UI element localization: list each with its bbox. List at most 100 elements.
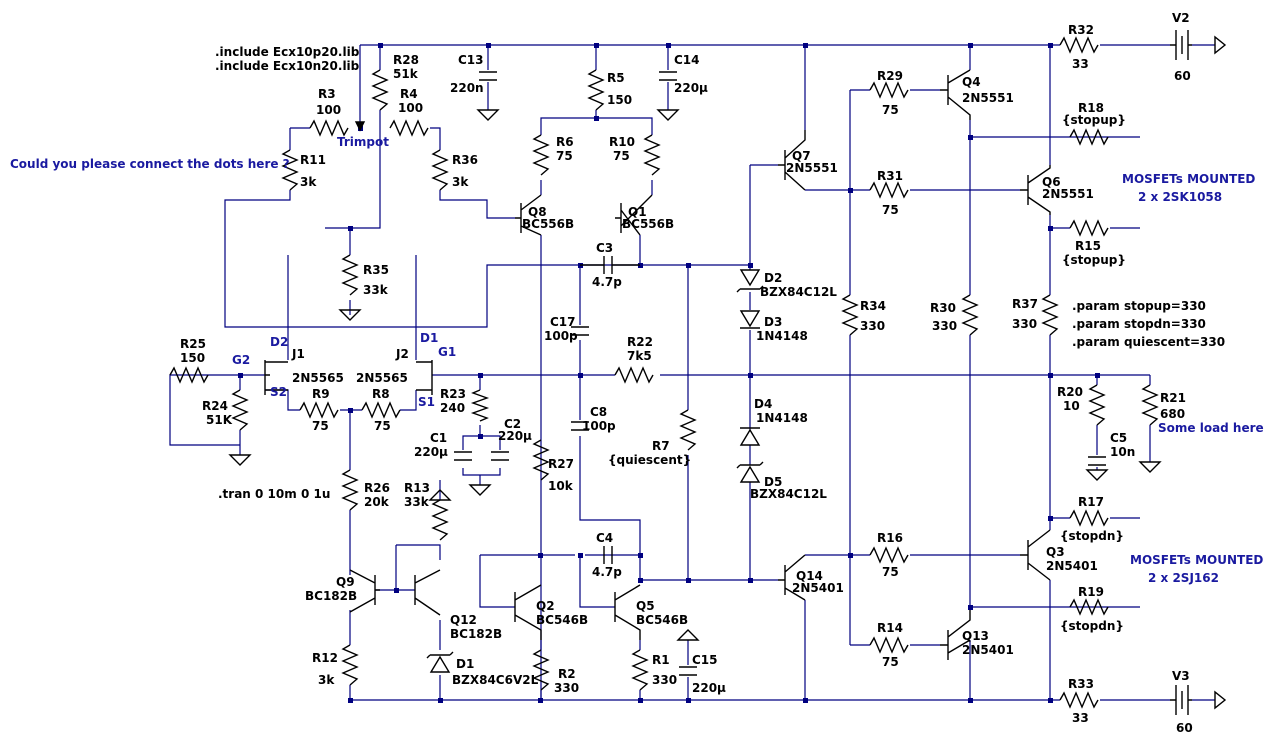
q2-symbol (514, 584, 542, 640)
j1-model: 2N5565 (292, 371, 344, 385)
r17-value: {stopdn} (1060, 529, 1124, 543)
capacitor-labels: C13 220n C14 220µ C3 4.7p C17 100p C8 10… (414, 53, 1135, 695)
r23-name: R23 (440, 387, 466, 401)
v2-battery-icon (1170, 30, 1192, 60)
r26-name: R26 (364, 481, 390, 495)
r26-value: 20k (364, 495, 390, 509)
d5-model: BZX84C12L (750, 487, 827, 501)
r3-name: R3 (318, 87, 336, 101)
r17-name: R17 (1078, 495, 1104, 509)
r29-value: 75 (882, 103, 899, 117)
net-label-s1: S1 (418, 395, 435, 409)
q5-symbol (614, 584, 641, 640)
r34-name: R34 (860, 299, 886, 313)
q6-name: Q6 (1042, 175, 1061, 189)
trimpot-wiper (354, 121, 366, 132)
annotations: .include Ecx10p20.lib .include Ecx10n20.… (10, 45, 1264, 585)
r17-symbol (1069, 509, 1109, 527)
r31-value: 75 (882, 203, 899, 217)
c3-symbol (580, 256, 640, 274)
c2-value: 220µ (498, 429, 532, 443)
r13-name: R13 (404, 481, 430, 495)
r37-value: 330 (1012, 317, 1037, 331)
c4-name: C4 (596, 531, 613, 545)
r25-value: 150 (180, 351, 205, 365)
r6-value: 75 (556, 149, 573, 163)
r9-name: R9 (312, 387, 330, 401)
r3-value: 100 (316, 103, 341, 117)
q7-symbol (778, 130, 806, 191)
load-note: Some load here (1158, 421, 1264, 435)
r36-symbol (431, 149, 449, 191)
q7-name: Q7 (792, 149, 811, 163)
q1-symbol (615, 194, 653, 236)
r28-symbol (371, 69, 389, 111)
r7-value: {quiescent} (608, 453, 691, 467)
r21-symbol (1141, 384, 1159, 426)
r24-name: R24 (202, 399, 228, 413)
r5-value: 150 (607, 93, 632, 107)
r12-value: 3k (318, 673, 335, 687)
r32-symbol (1059, 36, 1099, 54)
c8-value: 100p (582, 419, 616, 433)
c4-value: 4.7p (592, 565, 622, 579)
r28-name: R28 (393, 53, 419, 67)
r20-value: 10 (1063, 399, 1080, 413)
v3-battery-icon (1170, 685, 1192, 715)
r14-name: R14 (877, 621, 903, 635)
r7-symbol (679, 409, 697, 451)
c3-name: C3 (596, 241, 613, 255)
c5-value: 10n (1110, 445, 1135, 459)
r25-name: R25 (180, 337, 206, 351)
r29-name: R29 (877, 69, 903, 83)
r8-symbol (361, 401, 401, 419)
r34-symbol (841, 294, 859, 336)
r33-value: 33 (1072, 711, 1089, 725)
r34-value: 330 (860, 319, 885, 333)
r2-value: 330 (554, 681, 579, 695)
d5-name: D5 (764, 475, 782, 489)
d2-name: D2 (764, 271, 782, 285)
d1-zener-icon (426, 651, 454, 673)
diode-labels: D2 BZX84C12L D3 1N4148 D4 1N4148 D5 BZX8… (452, 271, 837, 687)
r18-name: R18 (1078, 101, 1104, 115)
r2-name: R2 (558, 667, 576, 681)
r14-value: 75 (882, 655, 899, 669)
d4-diode-icon (739, 427, 761, 446)
resistor-symbols (169, 36, 1159, 709)
c17-name: C17 (550, 315, 576, 329)
question-note: Could you please connect the dots here ? (10, 157, 290, 171)
r30-name: R30 (930, 301, 956, 315)
q13-name: Q13 (962, 629, 989, 643)
q14-symbol (778, 554, 806, 601)
r8-value: 75 (374, 419, 391, 433)
ground-icon (676, 629, 700, 641)
r33-name: R33 (1068, 677, 1094, 691)
d2-zener-icon (736, 269, 764, 293)
c13-symbol (479, 71, 497, 81)
transistor-symbols (264, 69, 1051, 660)
r19-symbol (1069, 598, 1109, 616)
q4-model: 2N5551 (962, 91, 1014, 105)
j1-name: J1 (291, 347, 305, 361)
q8-name: Q8 (528, 205, 547, 219)
ground-icon (428, 489, 452, 501)
param-stopup: .param stopup=330 (1072, 299, 1206, 313)
r9-symbol (299, 401, 339, 419)
c5-name: C5 (1110, 431, 1127, 445)
wires (169, 44, 1215, 701)
r27-value: 10k (548, 479, 574, 493)
q5-model: BC546B (636, 613, 688, 627)
ground-icon (1138, 461, 1162, 473)
ground-icon (1214, 690, 1227, 710)
r37-symbol (1041, 294, 1059, 336)
r1-name: R1 (652, 653, 670, 667)
source-labels: V2 60 V3 60 (1172, 11, 1193, 735)
r11-symbol (281, 149, 299, 191)
r18-symbol (1069, 128, 1109, 146)
r22-value: 7k5 (627, 349, 652, 363)
r36-value: 3k (452, 175, 469, 189)
r24-symbol (231, 389, 249, 431)
r4-symbol (389, 119, 429, 137)
r30-symbol (961, 294, 979, 336)
